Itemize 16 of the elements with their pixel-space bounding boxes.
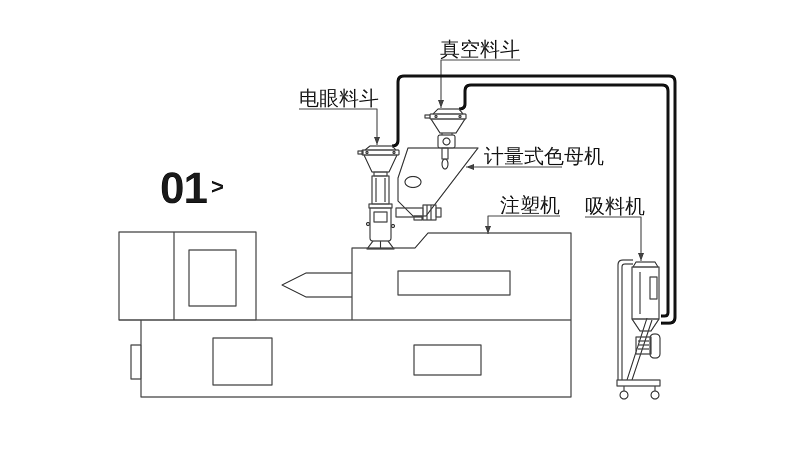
pipe-line [396,74,676,325]
leader-line [485,215,560,234]
callout-label: 电眼料斗 [299,87,379,109]
callout-label: 真空料斗 [440,38,520,60]
hopper-drawing [357,140,402,251]
leader-line [466,164,562,170]
step-number: 01 [160,167,207,211]
leader-line [585,216,644,261]
injection-molding-machine-drawing [118,231,573,399]
leader-line [299,108,380,145]
callout-label: 注塑机 [500,194,560,216]
callout-label: 吸料机 [585,195,645,217]
leader-line [438,59,520,108]
callout-label: 计量式色母机 [484,145,604,167]
auto-loader-drawing [614,258,661,401]
chevron-symbol: > [211,176,224,198]
